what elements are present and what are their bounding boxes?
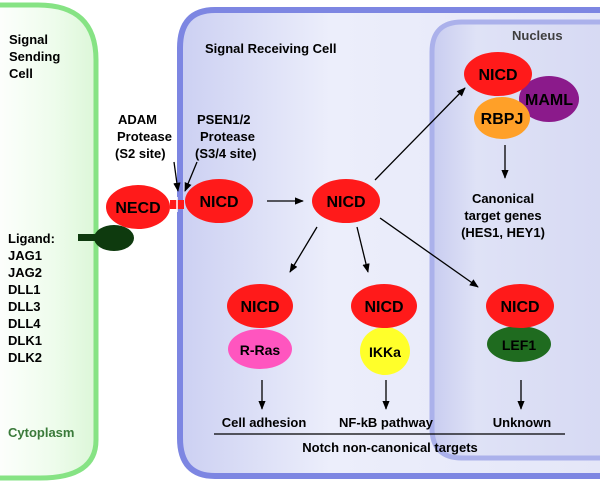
rbpj-label: RBPJ [481, 111, 524, 128]
cytoplasm-label: Cytoplasm [8, 425, 74, 440]
canonical-line3: (HES1, HEY1) [461, 225, 545, 240]
nicd-ikka [351, 284, 417, 328]
receiving-cell-title: Signal Receiving Cell [205, 41, 337, 56]
ligand-head [94, 225, 134, 251]
nicd-membrane-label: NICD [199, 194, 238, 211]
sending-cell-membrane [0, 2, 99, 481]
nfkb-label: NF-kB pathway [339, 415, 434, 430]
branch-arrow-ikka [356, 226, 370, 273]
rras-label: R-Ras [240, 342, 281, 358]
adam-pointer-arrow [173, 161, 181, 192]
adam-label-line1: ADAM [118, 112, 157, 127]
adam-label-line2: Protease [117, 129, 172, 144]
nicd-rras-label: NICD [240, 299, 279, 316]
ligand-item: DLL4 [8, 316, 41, 331]
nuclear-envelope [429, 19, 600, 461]
branch-arrow-lef1 [379, 217, 479, 288]
ikka-label: IKKa [369, 344, 401, 360]
psen-label-line2: Protease [200, 129, 255, 144]
nicd-lef1-label: NICD [500, 299, 539, 316]
psen-label-line1: PSEN1/2 [197, 112, 250, 127]
nicd-nuclear [464, 52, 532, 96]
nicd-ikka-label: NICD [364, 299, 403, 316]
nicd-lef1 [486, 284, 554, 328]
nicd-cytoplasmic [312, 179, 380, 223]
nicd-nuclear-label: NICD [478, 67, 517, 84]
psen-pointer-arrow [184, 161, 198, 192]
cell-adhesion-label: Cell adhesion [222, 415, 307, 430]
canonical-line1: Canonical [472, 191, 534, 206]
lef1-complex [487, 326, 551, 362]
necd-label: NECD [115, 200, 160, 217]
nucleus-label: Nucleus [512, 28, 563, 43]
necd-domain [106, 185, 170, 229]
nicd-cytoplasmic-label: NICD [326, 194, 365, 211]
maml-label: MAML [525, 92, 573, 109]
rras-complex [228, 329, 292, 369]
sending-cell-title-line3: Cell [9, 66, 33, 81]
ligand-heading: Ligand: [8, 231, 55, 246]
ligand-item: DLL3 [8, 299, 41, 314]
ligand-item: DLK2 [8, 350, 42, 365]
sending-cell-title-line2: Sending [9, 49, 60, 64]
ligand-item: JAG1 [8, 248, 42, 263]
lef1-label: LEF1 [502, 337, 536, 353]
nicd-rras [227, 284, 293, 328]
sending-cell [0, 2, 99, 481]
psen-label-line3: (S3/4 site) [195, 146, 256, 161]
ligand-item: DLL1 [8, 282, 41, 297]
ligand-item: JAG2 [8, 265, 42, 280]
ikka-complex [360, 327, 410, 375]
nicd-membrane [185, 179, 253, 223]
rbpj-complex [474, 97, 530, 139]
maml-complex [519, 76, 579, 122]
sending-cell-title-line1: Signal [9, 32, 48, 47]
ligand-stalk [78, 234, 100, 241]
noncanonical-label: Notch non-canonical targets [302, 440, 478, 455]
nucleus [429, 19, 600, 461]
adam-label-line3: (S2 site) [115, 146, 166, 161]
unknown-label: Unknown [493, 415, 552, 430]
nuclear-entry-arrow [374, 87, 466, 181]
ligand-item: DLK1 [8, 333, 42, 348]
branch-arrow-rras [289, 226, 318, 273]
canonical-line2: target genes [464, 208, 541, 223]
